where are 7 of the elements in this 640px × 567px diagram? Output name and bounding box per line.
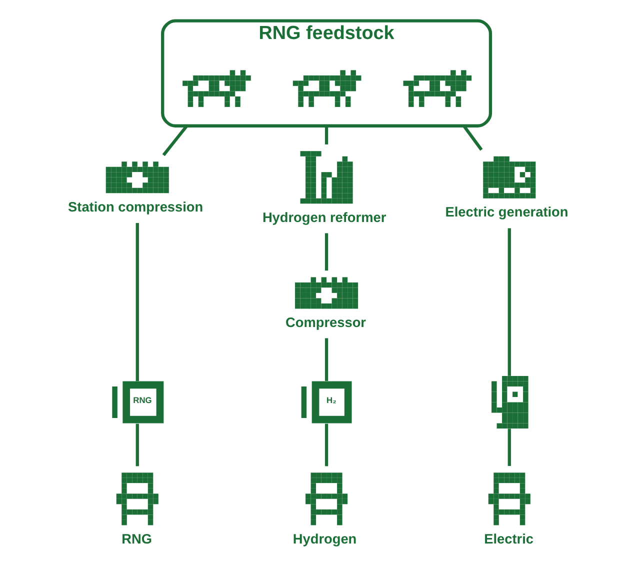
node-label: Compressor xyxy=(285,315,366,330)
node-label: Hydrogen xyxy=(292,531,356,546)
node-label: Electric generation xyxy=(444,204,568,220)
node-label: RNG xyxy=(121,531,152,546)
node-label: Hydrogen reformer xyxy=(262,210,386,225)
node-label: Station compression xyxy=(68,199,203,214)
node-label: Electric xyxy=(484,531,534,546)
